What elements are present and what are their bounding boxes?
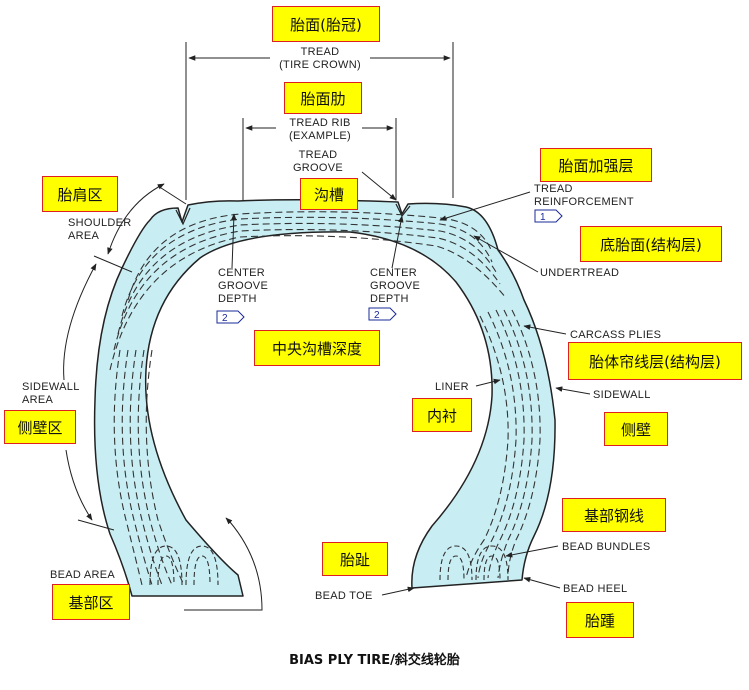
sidewall-arc-top: [63, 263, 97, 381]
bead-area-bracket: [184, 521, 263, 611]
shoulder-tick-bottom: [93, 255, 133, 273]
bead-area-arrow: [225, 517, 233, 525]
callout-tread: 胎面(胎冠): [272, 6, 380, 42]
callout-sidewall-area: 侧壁区: [4, 410, 76, 444]
callout-sidewall: 侧壁: [604, 412, 668, 446]
tread-reinforcement-label-1: TREAD: [534, 183, 573, 195]
bead-heel-leader: [523, 576, 561, 589]
center-groove-right-3: DEPTH: [370, 293, 409, 305]
center-groove-right-1: CENTER: [370, 267, 417, 279]
callout-toe: 胎趾: [322, 542, 388, 576]
bead-area-label: BEAD AREA: [50, 569, 115, 581]
bead-bundles-right: [439, 545, 509, 581]
liner-leader: [475, 378, 501, 387]
sidewall-tick: [77, 519, 115, 531]
tread-groove-label-1: TREAD: [299, 149, 338, 161]
tread-groove-label-2: GROOVE: [293, 162, 343, 174]
marker-2-left-label: 2: [222, 313, 228, 324]
center-groove-right-leader: [391, 215, 404, 269]
callout-bead-area: 基部区: [52, 584, 130, 620]
diagram-caption: BIAS PLY TIRE/斜交线轮胎: [289, 653, 460, 668]
sidewall-area-label-1: SIDEWALL: [22, 381, 80, 393]
center-groove-left-2: GROOVE: [218, 280, 268, 292]
callout-heel: 胎踵: [566, 602, 634, 638]
sidewall-arc-bottom: [65, 449, 93, 521]
tread-rib-label: TREAD RIB: [289, 117, 350, 129]
carcass-plies-label: CARCASS PLIES: [570, 329, 661, 341]
example-label: (EXAMPLE): [289, 130, 351, 142]
marker-2-right-flag: [368, 307, 397, 321]
undertread-leader: [473, 235, 539, 273]
center-groove-left-leader: [230, 213, 237, 269]
callout-shoulder: 胎肩区: [42, 176, 118, 212]
callout-reinforcement: 胎面加强层: [540, 148, 652, 182]
tread-dimension: [185, 42, 454, 200]
bead-bundles-leader: [505, 545, 559, 558]
callout-carcass: 胎体帘线层(结构层): [568, 342, 742, 380]
callout-liner: 内衬: [412, 398, 472, 432]
center-groove-right-2: GROOVE: [370, 280, 420, 292]
undertread-label: UNDERTREAD: [540, 267, 619, 279]
bead-bundles-left: [149, 545, 219, 586]
tread-groove-left: [175, 207, 191, 226]
shoulder-tick-top: [157, 185, 187, 205]
tread-groove-leader: [361, 171, 397, 201]
center-groove-left-3: DEPTH: [218, 293, 257, 305]
callout-center-groove: 中央沟槽深度: [254, 330, 380, 366]
bead-bundles-label: BEAD BUNDLES: [562, 541, 651, 553]
center-groove-left-1: CENTER: [218, 267, 265, 279]
bead-toe-label: BEAD TOE: [315, 590, 373, 602]
marker-1-flag: [534, 209, 563, 223]
tread-rib-dimension: [242, 118, 397, 200]
bead-toe-leader: [381, 586, 415, 596]
shoulder-label-2: AREA: [68, 230, 100, 242]
callout-undertread: 底胎面(结构层): [580, 226, 722, 262]
carcass-plies-leader: [523, 324, 567, 335]
sidewall-label: SIDEWALL: [593, 389, 651, 401]
marker-1-label: 1: [540, 212, 546, 223]
sidewall-leader: [555, 386, 591, 395]
marker-2-right-label: 2: [374, 310, 380, 321]
tread-label: TREAD: [301, 46, 340, 58]
tire-crown-label: (TIRE CROWN): [279, 59, 361, 71]
callout-tread-rib: 胎面肋: [284, 82, 362, 114]
shoulder-arc: [107, 183, 165, 255]
callout-bead-bundles: 基部钢线: [562, 498, 666, 532]
sidewall-area-label-2: AREA: [22, 394, 54, 406]
tread-reinforcement-label-2: REINFORCEMENT: [534, 196, 634, 208]
callout-groove: 沟槽: [300, 178, 358, 210]
liner-label: LINER: [435, 381, 469, 393]
marker-2-left-flag: [216, 310, 245, 324]
tread-reinforcement-leader: [439, 191, 531, 221]
bead-heel-label: BEAD HEEL: [563, 583, 627, 595]
